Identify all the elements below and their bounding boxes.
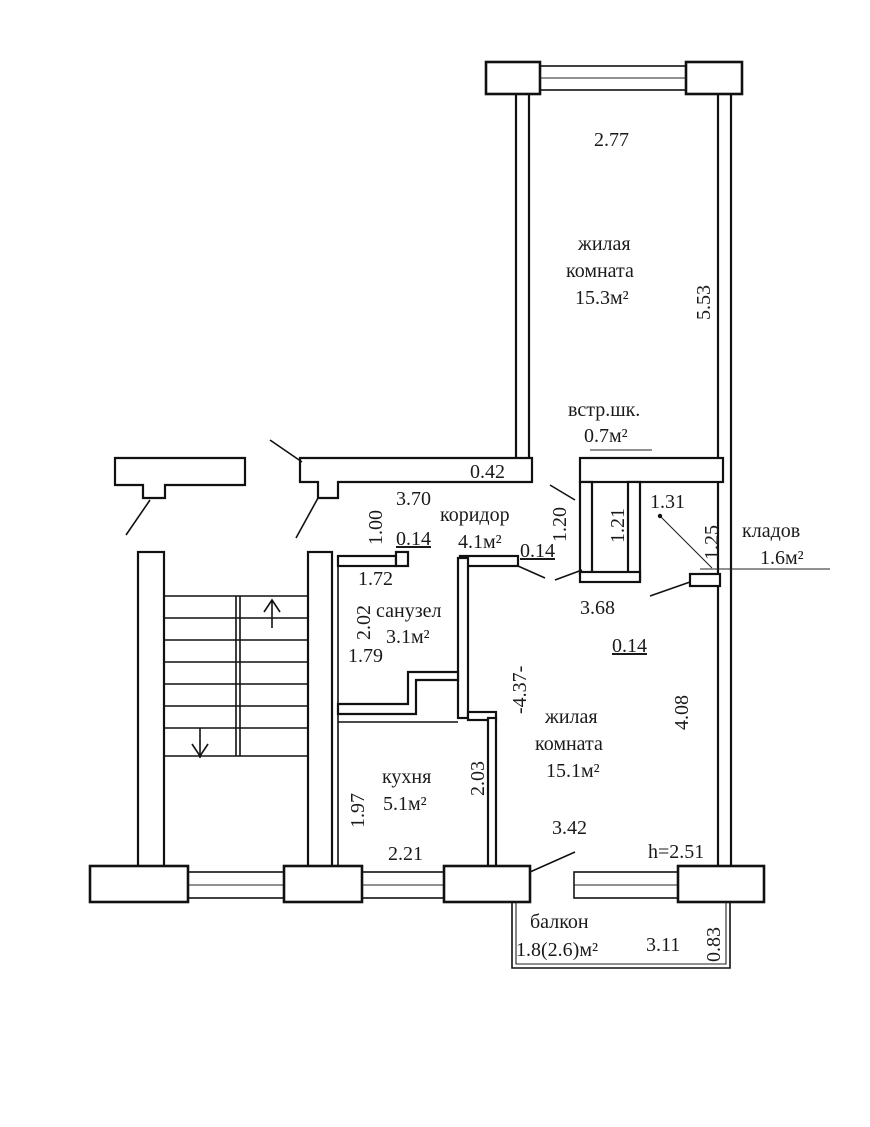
dim-3-70: 3.70 — [396, 488, 431, 510]
kitchen-name: кухня — [382, 766, 431, 788]
middle-horizontal-wall — [298, 449, 725, 500]
dim-5-53: 5.53 — [693, 285, 715, 320]
dimension-labels: 2.77 5.53 0.42 3.70 1.00 0.14 1.20 1.21 … — [347, 129, 725, 962]
dim-1-79: 1.79 — [348, 645, 383, 667]
room-labels: жилая комната 15.3м² встр.шк. 0.7м² кори… — [376, 233, 804, 961]
bathroom-name: санузел — [376, 600, 441, 622]
dim-1-00: 1.00 — [365, 510, 387, 545]
dim-1-31: 1.31 — [650, 491, 685, 513]
top-room-area: 15.3м² — [575, 287, 629, 309]
top-room-name-1: жилая — [577, 233, 631, 255]
dim-3-68: 3.68 — [580, 597, 615, 619]
main-room-name-2: комната — [535, 733, 603, 755]
top-room-walls — [484, 60, 744, 872]
bathroom-walls — [336, 550, 546, 722]
balcony-outline — [511, 902, 731, 969]
storage-name: кладов — [742, 520, 800, 542]
dim-1-20: 1.20 — [549, 507, 571, 542]
dim-0-14-c: 0.14 — [612, 635, 647, 657]
dim-2-03: 2.03 — [467, 761, 489, 796]
main-room-name-1: жилая — [544, 706, 598, 728]
dim-0-14-a: 0.14 — [396, 528, 431, 550]
dim-2-77: 2.77 — [594, 129, 629, 151]
storage-area: 1.6м² — [760, 547, 804, 569]
ceiling-height: h=2.51 — [648, 841, 704, 863]
corridor-name: коридор — [440, 504, 510, 526]
kitchen-area: 5.1м² — [383, 793, 427, 815]
dim-0-83: 0.83 — [703, 927, 725, 962]
dim-1-97: 1.97 — [347, 793, 369, 828]
dim-2-02: 2.02 — [353, 605, 375, 640]
dim-0-42: 0.42 — [470, 461, 505, 483]
bottom-facade — [88, 851, 766, 904]
dim-1-72: 1.72 — [358, 568, 393, 590]
main-room-area: 15.1м² — [546, 760, 600, 782]
corridor-area: 4.1м² — [458, 531, 502, 553]
kitchen-walls — [306, 550, 498, 870]
closet-storage-walls — [549, 480, 830, 597]
balcony-area: 1.8(2.6)м² — [516, 939, 598, 961]
dim-2-21: 2.21 — [388, 843, 423, 865]
closet-name: встр.шк. — [568, 399, 640, 421]
closet-area: 0.7м² — [584, 425, 628, 447]
dim-4-08: 4.08 — [671, 695, 693, 730]
top-room-name-2: комната — [566, 260, 634, 282]
dim-0-14-b: 0.14 — [520, 540, 555, 562]
dim-1-25: 1.25 — [701, 525, 723, 560]
dim-3-42: 3.42 — [552, 817, 587, 839]
dim-4-37: -4.37- — [509, 666, 531, 714]
dim-3-11: 3.11 — [646, 934, 680, 956]
stair-top-wall — [113, 439, 319, 539]
bathroom-area: 3.1м² — [386, 626, 430, 648]
dim-1-21: 1.21 — [607, 508, 629, 543]
staircase — [136, 550, 308, 870]
balcony-name: балкон — [530, 911, 589, 933]
